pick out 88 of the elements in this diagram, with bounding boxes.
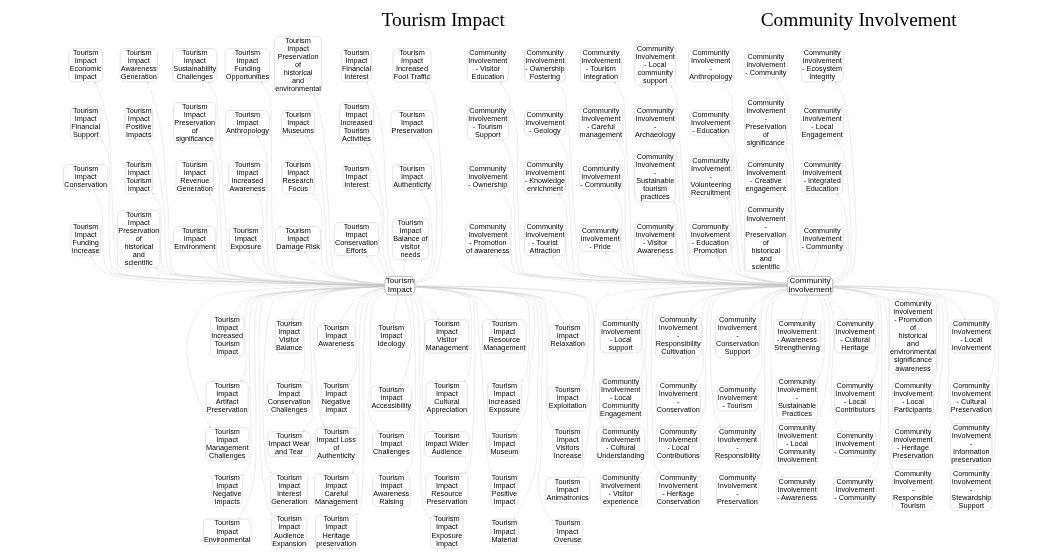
arrow <box>695 285 787 428</box>
arrow <box>306 135 385 285</box>
arrow <box>826 294 847 320</box>
arrow <box>146 81 385 286</box>
arrow <box>824 294 842 432</box>
arrow <box>355 289 385 516</box>
arrow <box>784 147 800 277</box>
arrow <box>551 255 787 286</box>
arrow <box>686 286 787 316</box>
arrow <box>695 285 787 382</box>
arrow <box>414 189 433 282</box>
label: Tourism Impact <box>381 8 505 30</box>
arrow <box>258 286 385 516</box>
arrow <box>770 289 787 478</box>
arrow <box>392 294 398 324</box>
arrow <box>625 286 787 320</box>
arrow <box>414 286 530 383</box>
arrow <box>303 251 385 285</box>
arrow <box>405 294 416 474</box>
arrow <box>248 251 385 286</box>
arrow <box>816 294 825 380</box>
arrow <box>750 287 787 386</box>
arrow <box>414 135 437 284</box>
arrow <box>709 285 787 428</box>
node-box: Community Involvement <box>786 276 833 296</box>
arrow <box>366 143 391 277</box>
arrow <box>92 189 385 286</box>
arrow <box>832 81 856 284</box>
node-box: Tourism Impact <box>384 276 415 296</box>
arrow <box>832 287 889 301</box>
arrow <box>256 193 385 285</box>
arrow <box>832 285 965 320</box>
arrow <box>832 193 849 281</box>
arrow <box>349 287 385 382</box>
arrow <box>800 294 808 320</box>
label: Community Involvement <box>760 8 957 30</box>
arrow <box>755 288 787 474</box>
arrow <box>262 286 385 474</box>
arrow <box>414 286 553 428</box>
arrow <box>495 255 787 286</box>
arrow <box>815 294 830 424</box>
arrow <box>811 251 819 277</box>
arrow <box>593 285 787 428</box>
arrow <box>746 288 787 316</box>
arrow <box>832 139 851 283</box>
arrow <box>367 291 385 432</box>
arrow <box>717 255 787 284</box>
arrow <box>313 93 385 285</box>
arrow <box>411 294 431 520</box>
arrow <box>367 189 388 277</box>
arrow <box>241 286 385 476</box>
arrow <box>209 143 385 286</box>
arrow <box>147 139 385 286</box>
arrow <box>207 81 385 286</box>
arrow <box>239 286 385 382</box>
arrow <box>786 270 794 277</box>
arrow <box>775 77 803 277</box>
arrow <box>94 81 385 286</box>
arrow <box>604 251 787 285</box>
arrow <box>299 285 385 382</box>
arrow <box>414 285 594 478</box>
arrow <box>365 255 385 277</box>
arrow <box>351 287 385 474</box>
arrow <box>199 251 385 286</box>
arrow <box>779 193 796 277</box>
arrow <box>151 192 385 286</box>
arrow <box>414 286 498 320</box>
arrow <box>414 293 439 320</box>
arrow <box>366 81 394 277</box>
arrow <box>90 255 385 286</box>
arrow <box>414 286 493 474</box>
arrow <box>260 81 385 285</box>
arrow <box>312 193 385 285</box>
arrow <box>661 255 787 286</box>
arrow <box>237 286 385 520</box>
arrow <box>256 135 385 285</box>
arrow <box>414 286 535 432</box>
arrow <box>208 193 385 286</box>
arrow <box>414 81 442 284</box>
arrow <box>401 259 406 277</box>
arrow <box>100 139 385 286</box>
arrow <box>414 286 564 324</box>
arrow <box>638 286 787 378</box>
arrow <box>399 294 412 386</box>
arrow <box>414 294 434 432</box>
arrow <box>186 285 385 428</box>
arrow <box>302 286 385 432</box>
arrow <box>414 286 475 474</box>
